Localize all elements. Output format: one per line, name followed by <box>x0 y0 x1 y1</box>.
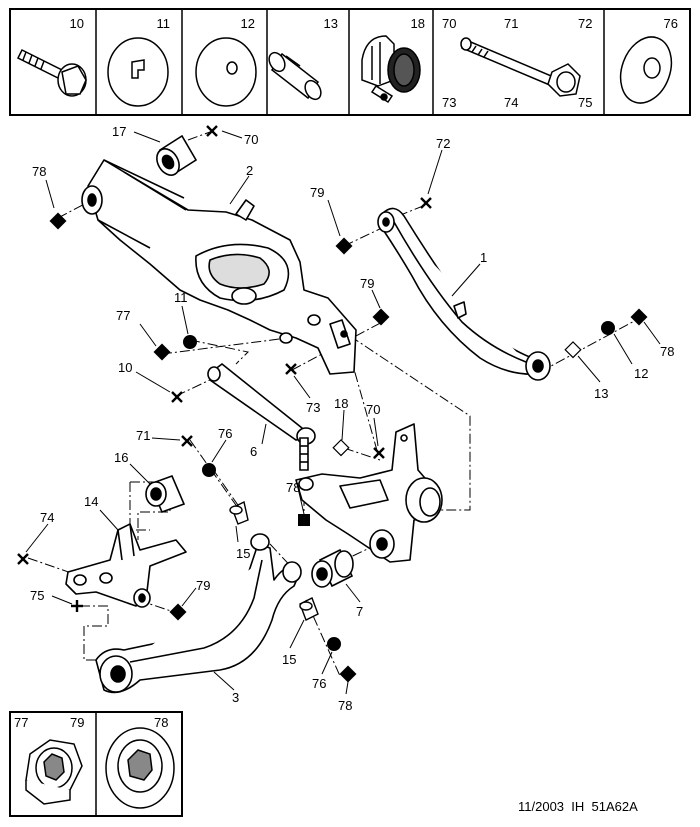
callout-17: 17 <box>112 124 126 139</box>
part-15-bush-lower <box>299 597 319 621</box>
washer-symbol-76a <box>202 463 216 477</box>
long-screw-icon <box>460 37 581 97</box>
parts-legend-panel: 10 11 12 13 18 <box>9 8 691 116</box>
panel-label-11: 11 <box>157 16 171 31</box>
panel-label-13: 13 <box>324 16 338 31</box>
cross-symbol-75 <box>71 600 83 612</box>
callout-75: 75 <box>30 588 44 603</box>
rubber-bush-icon <box>361 35 421 104</box>
callout-6: 6 <box>250 444 257 459</box>
washer-symbol-11 <box>183 335 197 349</box>
tab-washer-icon <box>619 36 673 104</box>
nut-symbol-79a <box>335 237 353 255</box>
part-3-lower-arm <box>95 533 302 694</box>
nut-symbol-79b <box>372 308 390 326</box>
nut-symbol-78c <box>298 514 310 526</box>
callout-78c: 78 <box>286 480 300 495</box>
callout-15a: 15 <box>236 546 250 561</box>
callout-14: 14 <box>84 494 98 509</box>
callout-7: 7 <box>356 604 363 619</box>
notched-washer-icon <box>107 37 169 107</box>
callout-73: 73 <box>306 400 320 415</box>
nut-symbol-78b <box>630 308 648 326</box>
nut-label-79: 79 <box>70 715 84 730</box>
panel-label-18: 18 <box>411 16 425 31</box>
cross-symbol-71 <box>181 435 193 447</box>
screw-label-72: 72 <box>578 16 592 31</box>
callout-15b: 15 <box>282 652 296 667</box>
part-15-bush-upper <box>229 500 249 525</box>
panel-label-10: 10 <box>70 16 84 31</box>
part-7-bush <box>311 548 354 588</box>
callout-79c: 79 <box>196 578 210 593</box>
screw-label-73: 73 <box>442 95 456 110</box>
callout-74: 74 <box>40 510 54 525</box>
washer-symbol-18 <box>332 439 350 457</box>
callout-77: 77 <box>116 308 130 323</box>
cross-symbol-10 <box>171 391 183 403</box>
callout-76a: 76 <box>218 426 232 441</box>
callout-79b: 79 <box>360 276 374 291</box>
callout-labels: 17 70 78 2 72 79 1 79 77 11 10 73 6 18 7… <box>30 124 674 713</box>
footer-reference: 11/2003 IH 51A62A <box>518 799 638 814</box>
cross-symbol-72 <box>420 197 432 209</box>
plain-washer-icon <box>195 37 257 107</box>
nut-symbol-77 <box>153 343 171 361</box>
callout-11: 11 <box>174 290 188 305</box>
leader-lines <box>25 130 661 695</box>
cross-symbol-74 <box>17 553 29 565</box>
callout-13: 13 <box>594 386 608 401</box>
callout-2: 2 <box>246 163 253 178</box>
nut-symbol-79c <box>169 603 187 621</box>
part-14-bracket <box>65 523 187 608</box>
callout-1: 1 <box>480 250 487 265</box>
hex-nut-icon <box>25 739 83 805</box>
screw-label-75: 75 <box>578 95 592 110</box>
nut-legend-panel: 77 79 78 <box>9 711 183 817</box>
callout-78d: 78 <box>338 698 352 713</box>
callout-72: 72 <box>436 136 450 151</box>
callout-16: 16 <box>114 450 128 465</box>
bush-sleeve-icon <box>268 51 322 101</box>
footer-ref: IH 51A62A <box>571 799 638 814</box>
callout-12: 12 <box>634 366 648 381</box>
callout-70a: 70 <box>244 132 258 147</box>
callout-3: 3 <box>232 690 239 705</box>
panel-label-76: 76 <box>664 16 678 31</box>
callout-79a: 79 <box>310 185 324 200</box>
washer-symbol-13 <box>564 341 582 359</box>
cross-symbol-70b <box>373 447 385 459</box>
callout-71: 71 <box>136 428 150 443</box>
callout-76b: 76 <box>312 676 326 691</box>
callout-78b: 78 <box>660 344 674 359</box>
nut-label-77: 77 <box>14 715 28 730</box>
part-2-upper-arm <box>81 159 357 375</box>
screw-label-70: 70 <box>442 16 456 31</box>
part-16-bush <box>145 474 186 514</box>
screw-label-71: 71 <box>504 16 518 31</box>
flange-nut-icon <box>105 727 175 809</box>
panel-label-12: 12 <box>241 16 255 31</box>
part-1-lateral-arm <box>377 207 551 381</box>
nut-symbol-78d <box>339 665 357 683</box>
part-17-bush <box>156 134 198 176</box>
callout-18: 18 <box>334 396 348 411</box>
footer-date: 11/2003 <box>518 799 565 814</box>
cross-symbol-73 <box>285 363 297 375</box>
hub-knuckle <box>295 423 443 563</box>
cross-symbol-70a <box>206 125 218 137</box>
fastener-symbols <box>17 125 648 683</box>
washer-symbol-76b <box>327 637 341 651</box>
screw-label-74: 74 <box>504 95 518 110</box>
callout-10: 10 <box>118 360 132 375</box>
part-6-link-rod <box>207 362 316 471</box>
callout-70b: 70 <box>366 402 380 417</box>
nut-label-78: 78 <box>154 715 168 730</box>
flange-bolt-icon <box>16 48 87 97</box>
callout-78a: 78 <box>32 164 46 179</box>
washer-symbol-12 <box>601 321 615 335</box>
